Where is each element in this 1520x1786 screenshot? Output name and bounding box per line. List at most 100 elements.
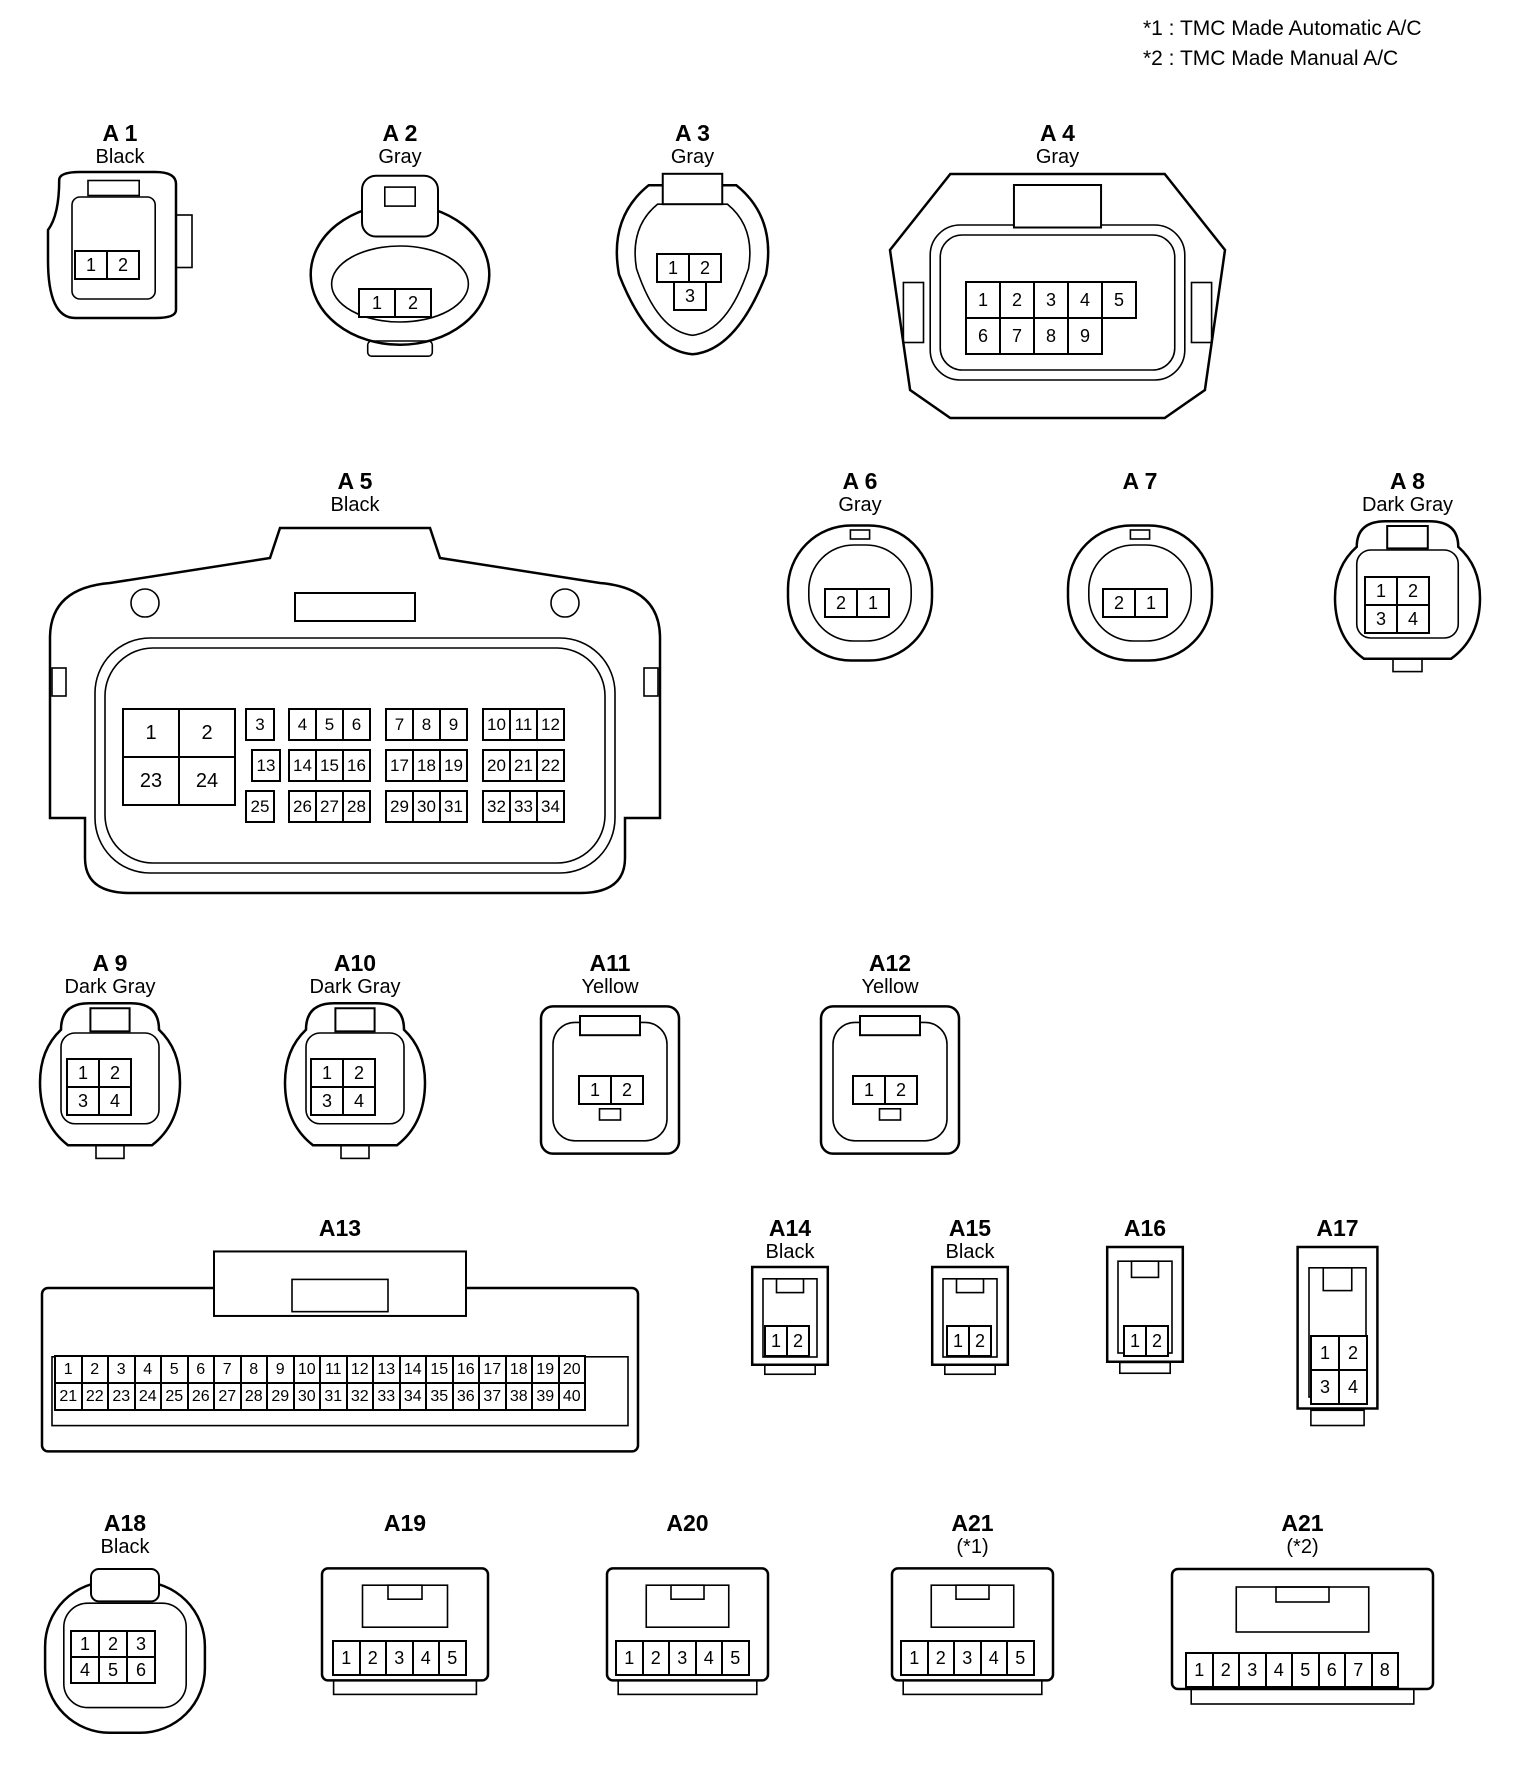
connector-housing xyxy=(1333,518,1482,678)
housing-drawing xyxy=(320,1567,490,1696)
connector-housing xyxy=(780,518,940,668)
housing-drawing xyxy=(1105,1245,1185,1375)
pin-4: 4 xyxy=(98,1086,132,1116)
pin-22: 22 xyxy=(80,1382,109,1411)
pin-23: 23 xyxy=(107,1382,136,1411)
pin-2: 2 xyxy=(688,253,722,283)
pin-6: 6 xyxy=(126,1656,156,1684)
pin-1: 1 xyxy=(656,253,690,283)
pin-3: 3 xyxy=(1364,604,1398,634)
latch xyxy=(1322,1266,1353,1292)
notes: *1 : TMC Made Automatic A/C *2 : TMC Mad… xyxy=(1143,14,1422,74)
pin-4: 4 xyxy=(411,1640,440,1676)
side-lock-right xyxy=(643,667,659,697)
connector-label: A 3 xyxy=(675,120,710,146)
connector-label: A10 xyxy=(333,950,377,976)
connector-label: A21 xyxy=(1281,1510,1324,1536)
latch-frame xyxy=(645,1584,730,1629)
housing-outline xyxy=(38,1002,182,1147)
pin-7: 7 xyxy=(213,1355,242,1384)
pin-2: 2 xyxy=(999,281,1035,319)
connector-color: Gray xyxy=(378,146,422,168)
pin-1: 1 xyxy=(1185,1652,1214,1688)
pin-20: 20 xyxy=(557,1355,586,1384)
pin-26: 26 xyxy=(288,790,317,823)
housing-inner-2 xyxy=(939,234,1176,371)
bottom-key xyxy=(340,1144,370,1160)
pin-2: 2 xyxy=(824,588,858,618)
connector-housing xyxy=(605,1560,770,1700)
pin-2: 2 xyxy=(178,708,236,758)
side-lock-right xyxy=(1190,281,1213,344)
note-2: *2 : TMC Made Manual A/C xyxy=(1143,47,1399,70)
connector-color: Dark Gray xyxy=(309,976,401,998)
latch xyxy=(1012,184,1103,229)
pin-3: 3 xyxy=(668,1640,697,1676)
latch xyxy=(579,1015,641,1037)
connector-color: Gray xyxy=(838,494,882,516)
housing-outline xyxy=(1296,1245,1379,1410)
latch xyxy=(87,179,141,197)
pin-23: 23 xyxy=(122,756,180,806)
pin-22: 22 xyxy=(536,749,565,782)
connector-housing xyxy=(40,1245,640,1460)
latch-frame xyxy=(361,1584,449,1629)
latch xyxy=(294,592,416,622)
pin-2: 2 xyxy=(1338,1335,1368,1371)
connector-color: Yellow xyxy=(861,976,919,998)
pin-3: 3 xyxy=(385,1640,414,1676)
pin-29: 29 xyxy=(266,1382,295,1411)
housing-drawing xyxy=(819,1005,961,1155)
housing-drawing xyxy=(309,174,491,357)
pin-17: 17 xyxy=(385,749,414,782)
housing-drawing xyxy=(40,1250,640,1453)
latch xyxy=(775,1278,805,1294)
housing-inner xyxy=(305,1032,405,1125)
bottom-key xyxy=(1118,1361,1172,1375)
latch xyxy=(955,1584,990,1601)
pin-6: 6 xyxy=(342,708,371,741)
housing-drawing xyxy=(1066,524,1214,662)
pin-3: 3 xyxy=(1238,1652,1267,1688)
connector-housing xyxy=(925,1265,1015,1380)
side-lock-left xyxy=(51,667,67,697)
connector-housing xyxy=(40,170,200,320)
latch xyxy=(387,1584,423,1601)
pin-1: 1 xyxy=(856,588,890,618)
pin-4: 4 xyxy=(979,1640,1008,1676)
bottom-key xyxy=(95,1144,125,1160)
pin-29: 29 xyxy=(385,790,414,823)
pin-1: 1 xyxy=(66,1058,100,1088)
pin-21: 21 xyxy=(509,749,538,782)
connector-housing xyxy=(535,1000,685,1160)
connector-housing xyxy=(605,170,780,360)
pin-2: 2 xyxy=(358,1640,387,1676)
bottom-rail xyxy=(617,1679,758,1696)
pin-18: 18 xyxy=(504,1355,533,1384)
pin-2: 2 xyxy=(342,1058,376,1088)
side-lock xyxy=(175,214,193,269)
pin-2: 2 xyxy=(1396,576,1430,606)
pin-26: 26 xyxy=(186,1382,215,1411)
connector-housing xyxy=(1170,1560,1435,1710)
housing-drawing xyxy=(283,1002,427,1160)
connector-housing xyxy=(305,170,495,360)
connector-housing xyxy=(40,1560,210,1740)
housing-inner xyxy=(1087,544,1193,642)
pin-2: 2 xyxy=(641,1640,670,1676)
latch xyxy=(1275,1586,1330,1603)
pin-3: 3 xyxy=(126,1630,156,1658)
connector-label: A11 xyxy=(589,950,631,976)
pin-33: 33 xyxy=(372,1382,401,1411)
pin-3: 3 xyxy=(107,1355,136,1384)
connector-label: A20 xyxy=(666,1510,709,1536)
pin-38: 38 xyxy=(504,1382,533,1411)
pin-5: 5 xyxy=(1006,1640,1035,1676)
